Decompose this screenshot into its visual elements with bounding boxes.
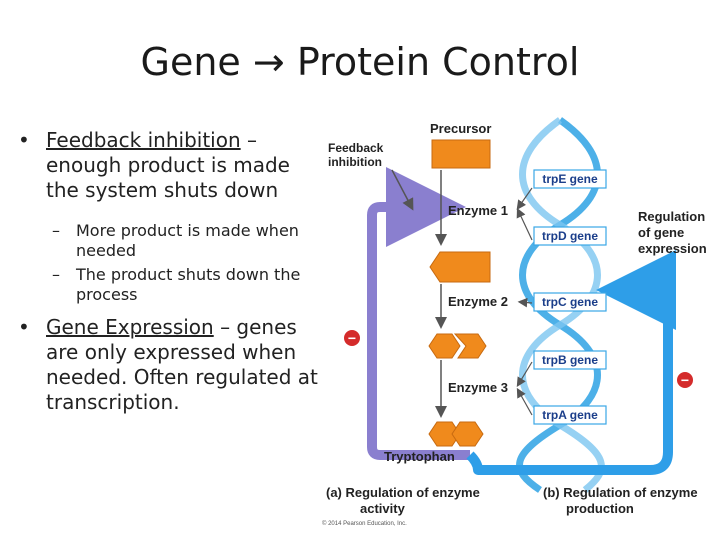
enzyme3-label: Enzyme 3 [448, 380, 508, 395]
gene-label: trpA gene [542, 408, 598, 422]
minus-sign: − [348, 330, 356, 346]
gene-to-enzyme-arrow [516, 361, 533, 388]
bullet-dot-icon: • [18, 315, 30, 339]
feedback-label-line1: Feedback [328, 141, 384, 155]
gene-box-trpB: trpB gene [533, 350, 607, 370]
feedback-inhibition-arrow [367, 167, 470, 460]
regulation-label-line1: Regulation [638, 209, 705, 224]
enzyme1-label: Enzyme 1 [448, 203, 508, 218]
gene-to-enzyme-arrow [516, 387, 533, 416]
caption-a-line1: (a) Regulation of enzyme [326, 485, 480, 500]
page-title: Gene → Protein Control [0, 40, 720, 84]
gene-box-trpA: trpA gene [533, 405, 607, 425]
minus-sign: − [681, 372, 689, 388]
bullet-feedback-inhibition: • Feedback inhibition – enough product i… [18, 128, 318, 203]
gene-to-enzyme-arrow [517, 297, 533, 308]
bullet-text: – genes are only expressed when needed. … [46, 315, 318, 414]
regulation-label-line2: of gene [638, 225, 684, 240]
regulation-label-line3: expression [638, 241, 707, 256]
gene-to-enzyme-arrow [516, 187, 533, 210]
tryptophan-shape [428, 421, 484, 447]
enzyme2-label: Enzyme 2 [448, 294, 508, 309]
sub-bullet-2: – The product shuts down the process [18, 265, 318, 305]
minus-icon [677, 372, 693, 388]
precursor-shape [431, 139, 491, 169]
dna-helix [516, 117, 605, 493]
gene-box-trpD: trpD gene [533, 226, 607, 246]
sub-bullet-1: – More product is made when needed [18, 221, 318, 261]
tryptophan-label: Tryptophan [384, 449, 455, 464]
copyright-text: © 2014 Pearson Education, Inc. [322, 520, 407, 527]
gene-to-enzyme-arrow [516, 207, 533, 241]
gene-regulation-arrow [466, 250, 676, 475]
bullet-list: • Feedback inhibition – enough product i… [18, 128, 318, 415]
gene-box-trpC: trpC gene [533, 292, 607, 312]
bullet-text: – enough product is made the system shut… [46, 128, 290, 202]
precursor-label: Precursor [430, 121, 491, 136]
intermediate-2-shape [428, 333, 487, 359]
feedback-label-line2: inhibition [328, 155, 382, 169]
gene-label: trpD gene [542, 229, 598, 243]
gene-label: trpB gene [542, 353, 598, 367]
bullet-gene-expression: • Gene Expression – genes are only expre… [18, 315, 318, 415]
title-left: Gene [140, 40, 241, 84]
sub-bullet-text: The product shuts down the process [76, 265, 301, 304]
title-arrow-icon: → [252, 40, 285, 84]
sub-bullet-text: More product is made when needed [76, 221, 299, 260]
gene-box-trpE: trpE gene [533, 169, 607, 189]
bullet-term: Gene Expression [46, 315, 214, 339]
caption-b-line1: (b) Regulation of enzyme [543, 485, 698, 500]
dash-icon: – [52, 221, 60, 240]
gene-label: trpC gene [542, 295, 598, 309]
dash-icon: – [52, 265, 60, 284]
gene-label: trpE gene [542, 172, 598, 186]
bullet-term: Feedback inhibition [46, 128, 241, 152]
caption-b-line2: production [566, 501, 634, 516]
minus-icon [344, 330, 360, 346]
bullet-dot-icon: • [18, 128, 30, 152]
caption-a-line2: activity [360, 501, 406, 516]
feedback-pointer [391, 169, 414, 211]
intermediate-1-shape [429, 251, 491, 283]
title-right: Protein Control [296, 40, 580, 84]
